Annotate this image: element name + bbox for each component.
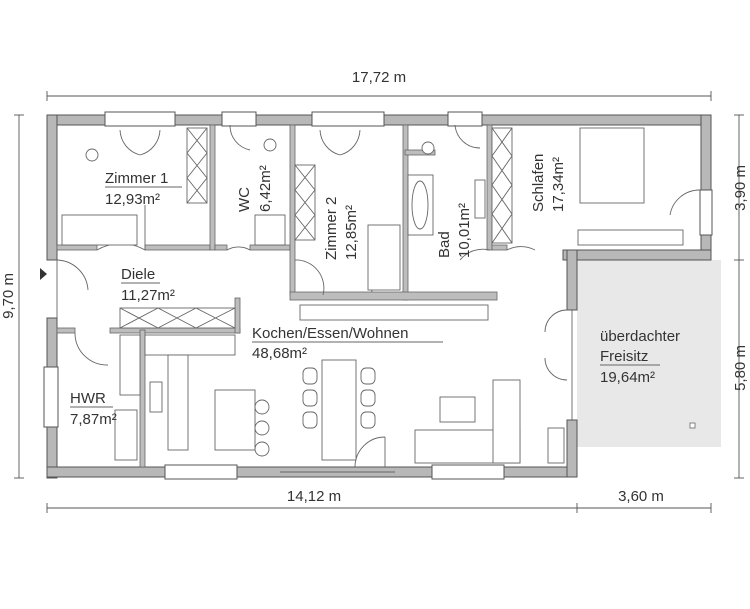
svg-text:HWR: HWR <box>70 390 106 407</box>
dim-total-depth: 9,70 m <box>0 273 17 319</box>
svg-text:Zimmer 2: Zimmer 2 <box>323 197 340 260</box>
svg-text:7,87m²: 7,87m² <box>70 411 117 428</box>
dim-right-lower: 5,80 m <box>732 345 749 391</box>
svg-text:Zimmer 1: Zimmer 1 <box>105 170 168 187</box>
svg-text:Freisitz: Freisitz <box>600 348 648 365</box>
svg-text:11,27m²: 11,27m² <box>121 287 175 304</box>
entrance-arrow-icon <box>40 268 47 280</box>
furniture <box>61 127 684 464</box>
windows <box>43 111 713 480</box>
room-label-freisitz: überdachter Freisitz 19,64m² <box>600 328 680 386</box>
svg-text:17,34m²: 17,34m² <box>550 157 567 212</box>
svg-text:Bad: Bad <box>436 231 453 258</box>
svg-text:Kochen/Essen/Wohnen: Kochen/Essen/Wohnen <box>252 325 409 342</box>
doors <box>56 124 701 468</box>
dim-total-width: 17,72 m <box>352 69 406 86</box>
svg-text:Schlafen: Schlafen <box>530 154 547 212</box>
svg-text:19,64m²: 19,64m² <box>600 369 655 386</box>
svg-text:WC: WC <box>236 187 253 212</box>
room-label-zimmer-2: Zimmer 2 12,85m² <box>323 197 360 260</box>
svg-text:48,68m²: 48,68m² <box>252 345 307 362</box>
terrace-area <box>577 260 721 447</box>
room-label-schlafen: Schlafen 17,34m² <box>530 154 567 212</box>
svg-text:12,85m²: 12,85m² <box>343 205 360 260</box>
room-label-hwr: HWR 7,87m² <box>70 390 117 428</box>
room-label-diele: Diele 11,27m² <box>121 266 175 304</box>
dim-bottom-terrace: 3,60 m <box>618 488 664 505</box>
room-label-bad: Bad 10,01m² <box>436 203 473 258</box>
room-label-kochen-essen-wohnen: Kochen/Essen/Wohnen 48,68m² <box>252 325 443 362</box>
svg-text:10,01m²: 10,01m² <box>456 203 473 258</box>
svg-text:Diele: Diele <box>121 266 155 283</box>
room-label-wc: WC 6,42m² <box>236 165 274 212</box>
svg-text:überdachter: überdachter <box>600 328 680 345</box>
dimension-lines <box>14 91 744 513</box>
room-label-zimmer-1: Zimmer 1 12,93m² <box>105 170 182 208</box>
dim-right-upper: 3,90 m <box>732 165 749 211</box>
dim-bottom-main: 14,12 m <box>287 488 341 505</box>
terrace-drain <box>689 422 696 429</box>
svg-text:12,93m²: 12,93m² <box>105 191 160 208</box>
svg-text:6,42m²: 6,42m² <box>257 165 274 212</box>
